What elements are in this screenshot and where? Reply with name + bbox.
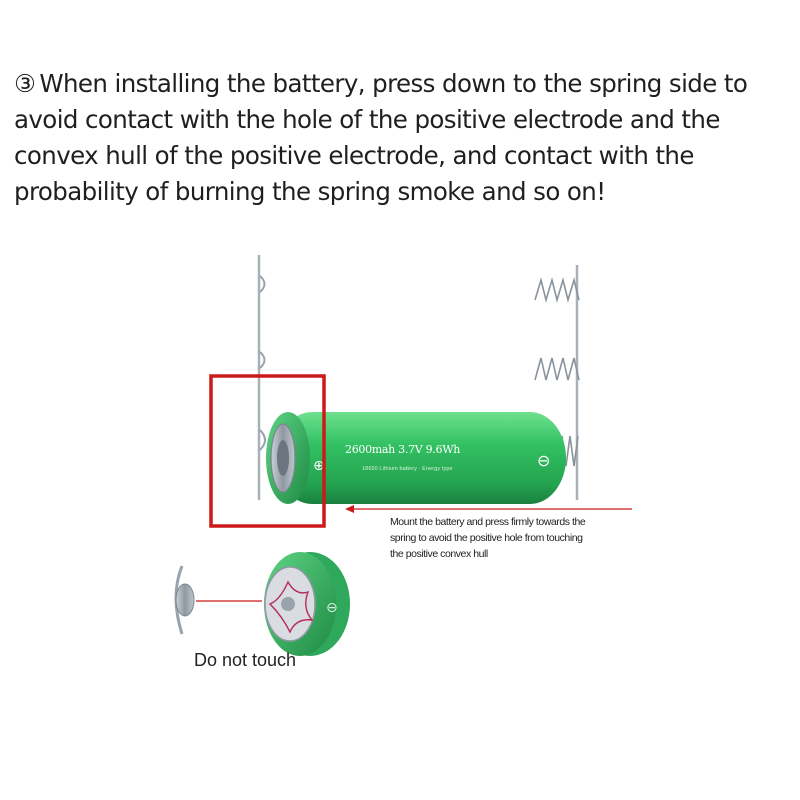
instruction-body: When installing the battery, press down … <box>14 69 748 206</box>
positive-symbol: ⊕ <box>313 458 325 474</box>
battery-cell <box>266 412 566 504</box>
callout-line-2: spring to avoid the positive hole from t… <box>390 532 583 544</box>
closeup-terminal <box>174 565 195 635</box>
spring-top <box>534 276 580 304</box>
callout-line-3: the positive convex hull <box>390 548 488 560</box>
callout-arrow <box>345 505 632 513</box>
callout-text: Mount the battery and press firmly towar… <box>390 514 650 562</box>
closeup-negative-symbol: ⊖ <box>326 600 338 616</box>
callout-line-1: Mount the battery and press firmly towar… <box>390 516 586 528</box>
closeup-cell <box>264 552 350 656</box>
spring-middle <box>534 357 580 381</box>
negative-symbol: ⊖ <box>537 451 550 470</box>
battery-sublabel: 18650 Lithium battery · Energy type <box>362 466 453 472</box>
highlight-box <box>209 374 326 528</box>
battery-label: 2600mah 3.7V 9.6Wh <box>345 443 460 456</box>
step-marker: ③ <box>14 69 36 98</box>
warning-label: Do not touch <box>194 650 297 670</box>
